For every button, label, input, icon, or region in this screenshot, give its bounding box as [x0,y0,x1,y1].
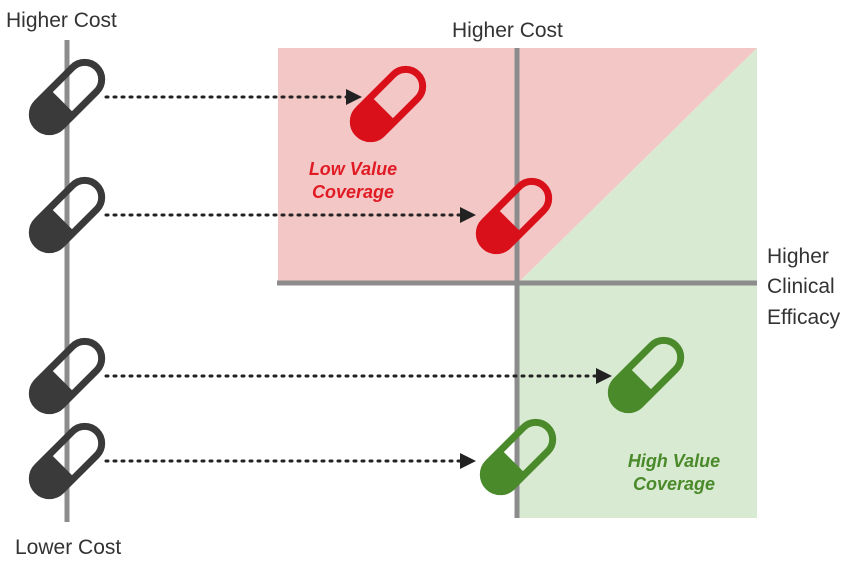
quadrant-right-label-line-1: Higher [767,245,829,268]
quadrant-right-label-line-2: Clinical [767,275,835,299]
arrows-layer [104,89,612,469]
arrow-head-icon [596,368,612,384]
quadrant-top-label: Higher Cost [452,19,563,42]
left-axis-bottom-label: Lower Cost [15,536,122,559]
quadrant-right-label: Higher Clinical Efficacy [767,242,840,333]
quadrant-right-label-line-3: Efficacy [767,305,841,329]
low-value-region [278,48,518,283]
high-value-label-line-1: High Value [627,451,721,471]
low-value-coverage-label: Low Value Coverage [298,158,408,205]
upper-right-green-region [518,48,757,283]
left-axis-top-label: Higher Cost [6,9,117,32]
arrow-head-icon [460,453,476,469]
high-value-coverage-label: High Value Coverage [614,450,734,497]
arrow-head-icon [346,89,362,105]
arrow-head-icon [460,207,476,223]
high-value-label-line-2: Coverage [632,474,716,495]
low-value-label-line-1: Low Value [308,159,398,179]
low-value-label-line-2: Coverage [311,182,395,203]
